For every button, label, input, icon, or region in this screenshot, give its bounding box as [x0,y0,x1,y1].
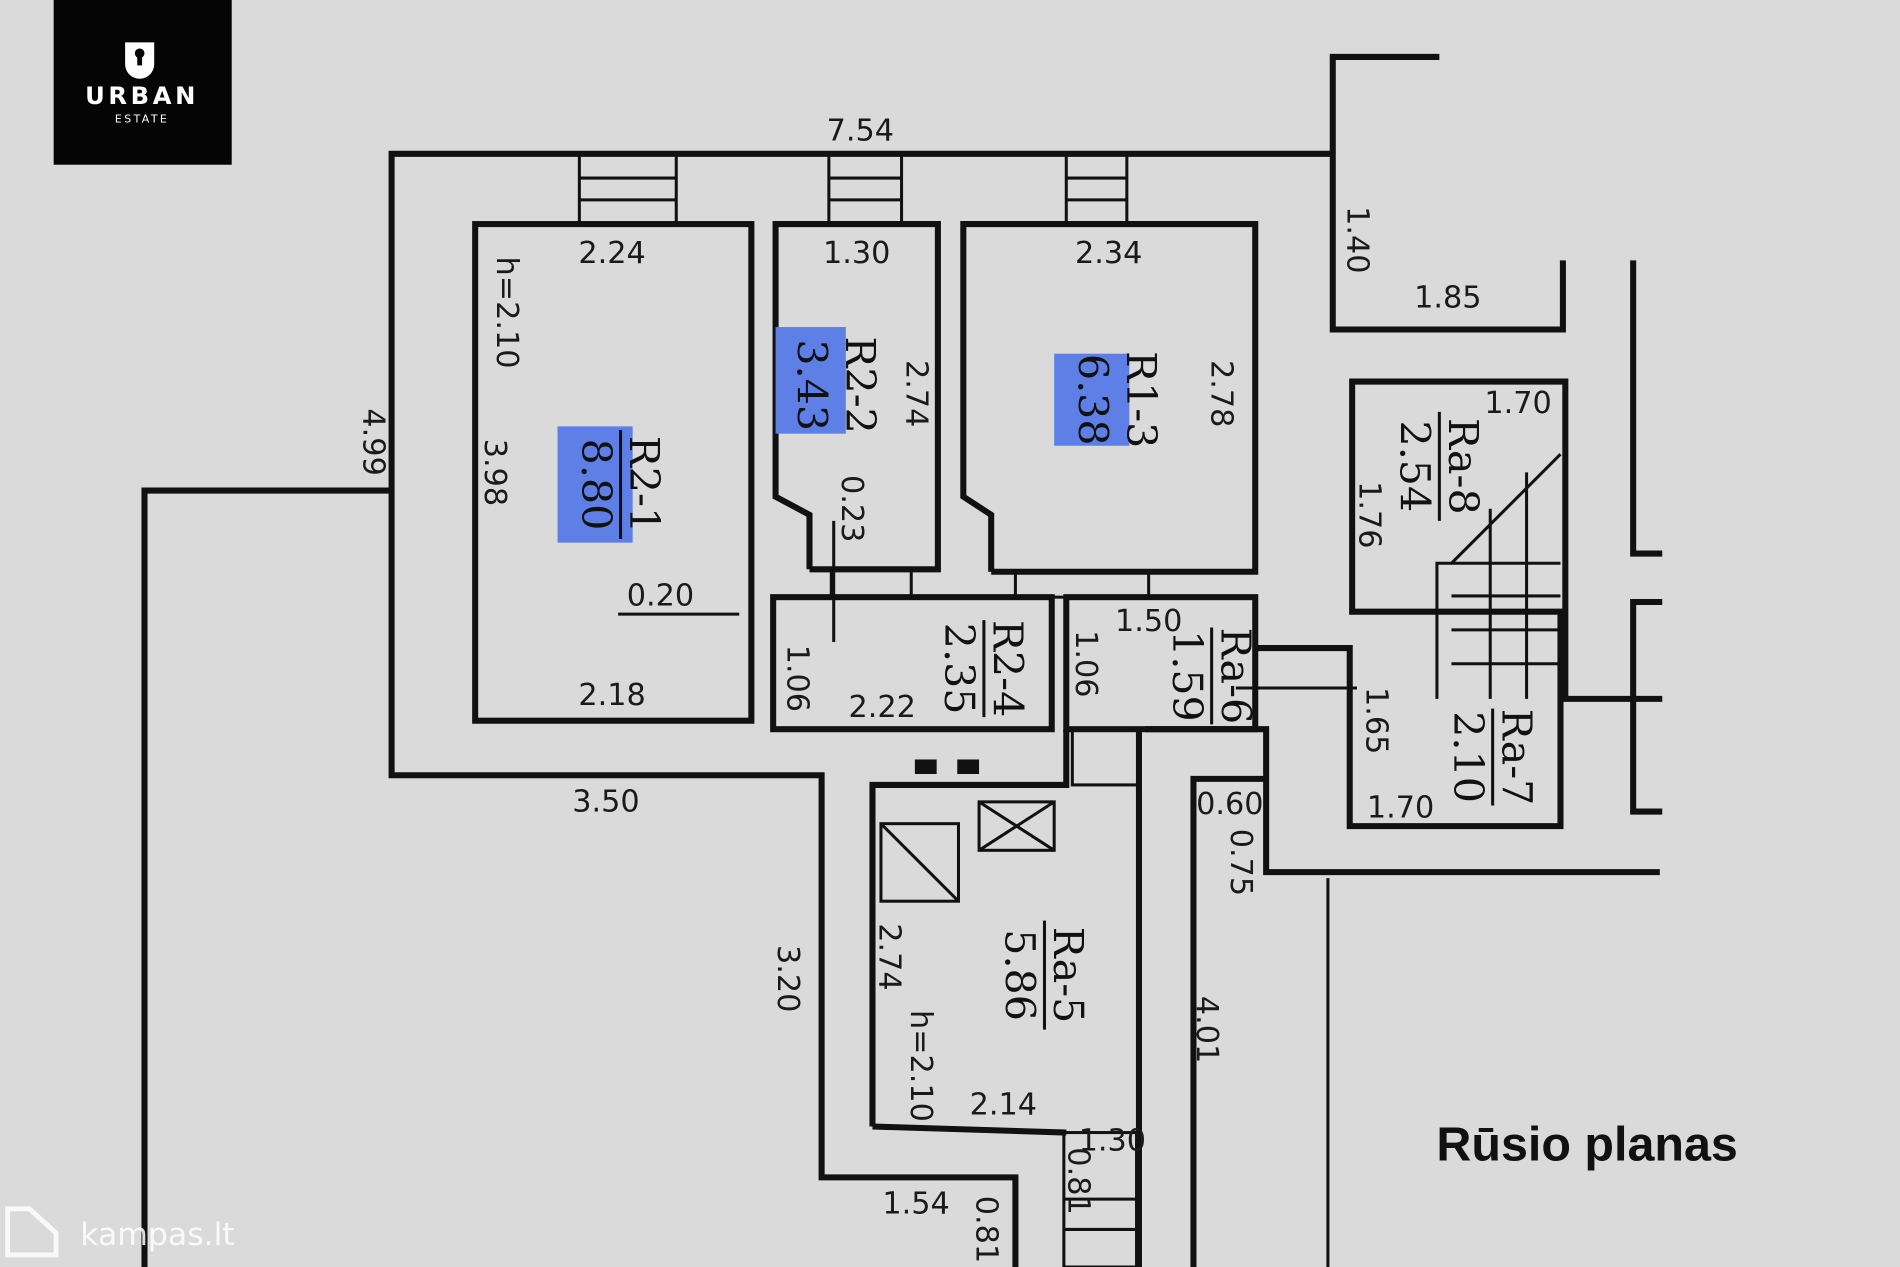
dimension: 3.20 [770,945,805,1012]
fixtures [618,520,1357,903]
dimension: 0.60 [1196,787,1263,822]
room-id: Ra-7 [1492,709,1540,806]
room-id: Ra-8 [1439,418,1487,515]
logo-sub: ESTATE [115,112,169,125]
dimension: 0.81 [969,1196,1004,1263]
dimension: 3.50 [572,785,639,820]
room-area: 6.38 [1068,354,1116,446]
room-id: Ra-5 [1044,927,1092,1024]
house-icon [5,1206,59,1258]
room-id: R2-2 [836,337,884,434]
room-area: 2.54 [1391,421,1439,513]
dimension: 1.30 [1079,1124,1146,1159]
dimension: 7.54 [827,114,894,149]
dimension: 2.74 [898,360,933,427]
dimension: 1.76 [1351,481,1386,548]
urban-estate-logo: URBAN ESTATE [53,0,232,165]
dimension: 2.14 [970,1087,1037,1122]
dimension: 4.99 [356,408,391,475]
room-id: R1-3 [1117,351,1165,448]
logo-brand: URBAN [85,82,199,110]
room-area: 5.86 [996,929,1044,1021]
room-labels: R2-18.80 R2-23.43 R1-36.38 R2-42.35 Ra-5… [572,337,1540,1030]
dimension: 2.22 [848,690,915,725]
dimension: 3.98 [477,439,512,506]
dimension: 1.65 [1359,687,1394,754]
dimension: 1.06 [780,645,815,712]
room-area: 3.43 [787,339,835,431]
dimension: 1.50 [1115,604,1182,639]
dimension: 2.34 [1075,236,1142,271]
room-id: R2-1 [620,436,668,533]
watermark-text: kampas.lt [80,1217,234,1253]
dimension: 1.40 [1339,206,1374,273]
dimension: 2.78 [1204,360,1239,427]
room-id: Ra-6 [1211,628,1259,725]
dimension: 4.01 [1189,996,1224,1063]
height-label: h=2.10 [489,257,524,369]
room-area: 1.59 [1163,630,1211,722]
dimension: 0.75 [1223,829,1258,896]
plan-title: Rūsio planas [1436,1117,1737,1171]
dimension: 1.70 [1367,791,1434,826]
dimension: 2.74 [872,923,907,990]
dimension: 0.81 [1061,1147,1096,1214]
dimension: 2.18 [578,678,645,713]
dimension: 1.06 [1068,630,1103,697]
room-area: 2.10 [1444,711,1492,803]
dimension: 0.20 [627,579,694,614]
dimension: 0.23 [834,475,869,542]
room-id: R2-4 [984,620,1032,717]
height-label: h=2.10 [903,1010,938,1122]
room-area: 8.80 [572,439,620,531]
dimension: 2.24 [578,236,645,271]
kampas-watermark: kampas.lt [5,1206,235,1258]
dimension: 1.54 [882,1187,949,1222]
dimension: 1.70 [1484,386,1551,421]
room-area: 2.35 [935,623,983,715]
windows [577,152,1151,1267]
dimension: 1.85 [1414,281,1481,316]
staircase [1352,453,1562,699]
walls [141,53,1663,1267]
dimension: 1.30 [823,236,890,271]
dimension-labels: 7.54 2.24 1.30 2.34 1.40 1.85 4.99 3.98 … [356,114,1552,1264]
